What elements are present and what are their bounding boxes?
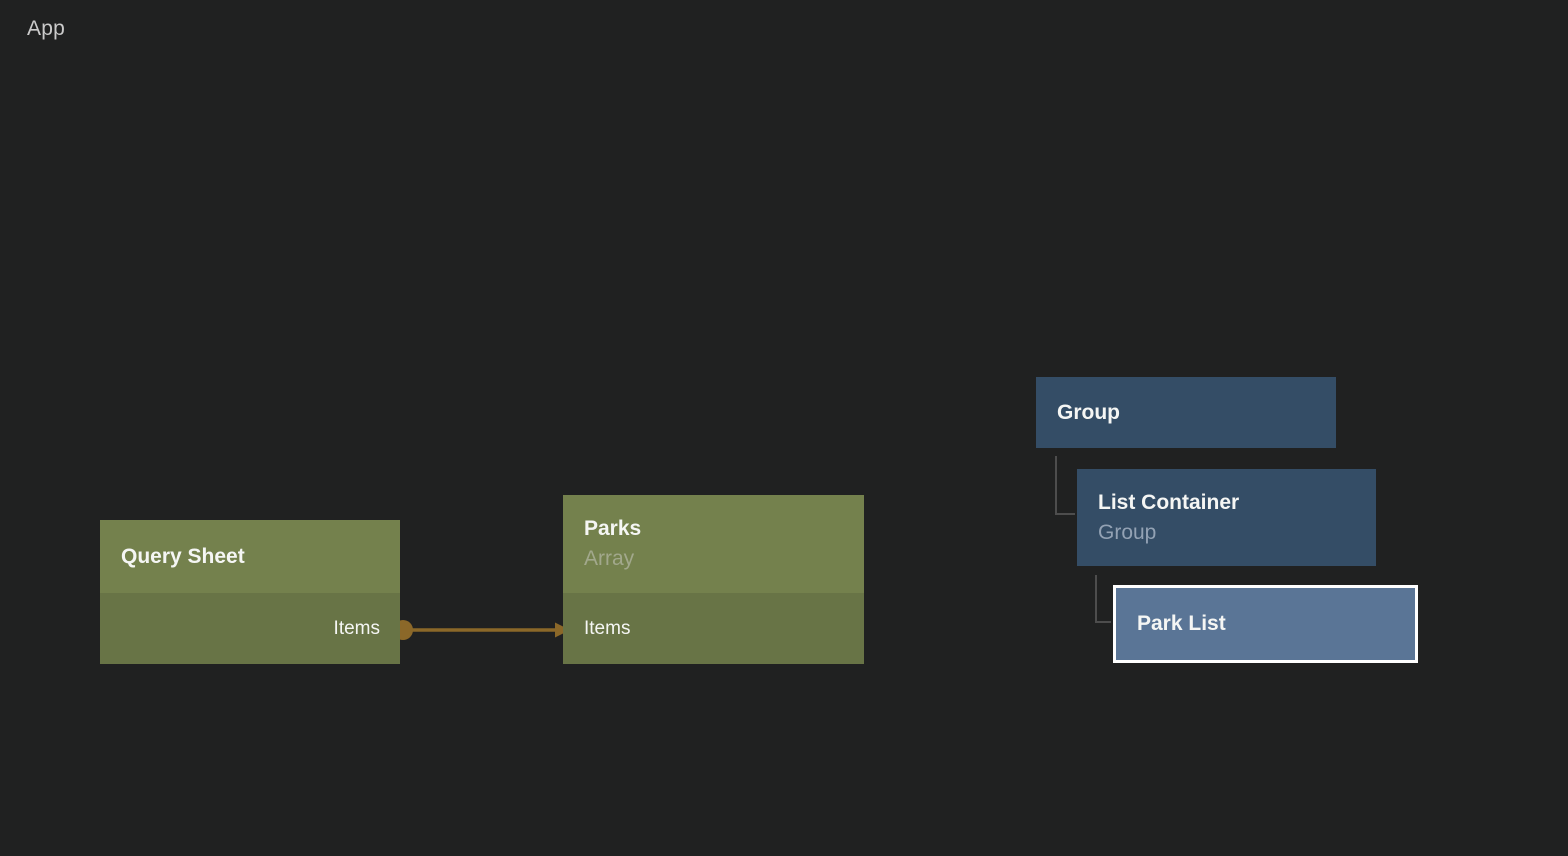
node-query-sheet-header: Query Sheet [100, 520, 400, 593]
node-parks-body: Items [563, 593, 864, 664]
app-breadcrumb-label: App [27, 17, 65, 40]
node-parks-header: Parks Array [563, 495, 864, 593]
node-query-sheet-body: Items [100, 593, 400, 664]
query-sheet-items-output-port[interactable]: Items [333, 617, 380, 639]
node-park-list[interactable]: Park List [1113, 585, 1418, 663]
node-group-title: Group [1057, 400, 1120, 424]
parks-items-input-port[interactable]: Items [584, 617, 631, 639]
node-list-container-subtitle: Group [1098, 520, 1157, 544]
node-group[interactable]: Group [1036, 377, 1336, 448]
node-parks-subtitle: Array [584, 547, 635, 570]
tree-connector-group-to-list-container [1055, 456, 1075, 515]
node-parks-title: Parks [584, 517, 642, 540]
node-parks[interactable]: Parks Array Items [563, 495, 864, 664]
node-list-container-title: List Container [1098, 490, 1240, 514]
tree-connector-list-container-to-park-list [1095, 575, 1111, 623]
node-list-container[interactable]: List Container Group [1077, 469, 1376, 566]
node-query-sheet-title: Query Sheet [121, 544, 245, 568]
node-query-sheet[interactable]: Query Sheet Items [100, 520, 400, 664]
node-park-list-title: Park List [1137, 612, 1226, 635]
